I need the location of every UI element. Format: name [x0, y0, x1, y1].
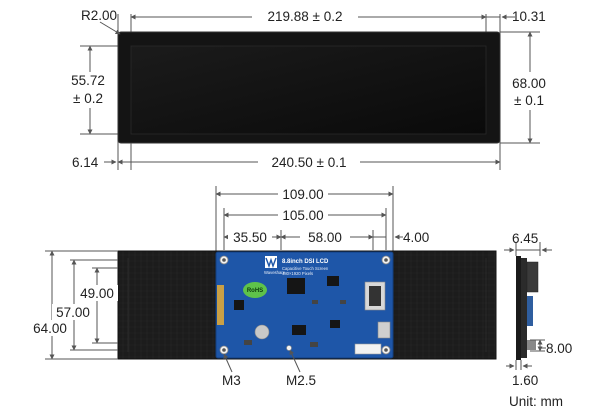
glass-label: 1.60 — [512, 373, 538, 388]
fpc-connector — [217, 285, 224, 325]
display-active-area — [131, 46, 486, 134]
back-view: 109.00 105.00 35.50 58.00 4.00 — [30, 185, 497, 388]
power-header — [354, 343, 382, 355]
side-glass — [516, 256, 521, 360]
offset-left-label: 35.50 — [233, 230, 267, 245]
ic-2 — [327, 276, 339, 286]
outer-height-label-2: ± 0.1 — [514, 93, 544, 108]
connector-label: 8.00 — [546, 341, 572, 356]
height-outer-label: 64.00 — [33, 321, 67, 336]
buzzer — [254, 324, 270, 340]
m25-leader — [289, 349, 301, 373]
outer-width-label: 240.50 ± 0.1 — [272, 155, 347, 170]
offset-middle-label: 58.00 — [308, 230, 342, 245]
side-panel — [521, 258, 527, 358]
thickness-label: 6.45 — [512, 231, 538, 246]
side-pcb — [527, 296, 533, 326]
ic-4 — [292, 325, 306, 335]
active-height-label-2: ± 0.2 — [73, 91, 103, 106]
hole-spacing-label: 105.00 — [282, 208, 323, 223]
rohs-label: RoHS — [247, 288, 263, 294]
side-view: 6.45 8.00 1.60 — [504, 231, 572, 388]
side-connector-block — [526, 261, 539, 293]
screw-m25-label: M2.5 — [286, 373, 316, 388]
board-width-label: 109.00 — [282, 187, 323, 202]
radius-leader — [99, 21, 121, 35]
left-border-label: 6.14 — [72, 155, 99, 170]
brand-label: Waveshare — [264, 270, 286, 275]
ic-3 — [234, 300, 244, 310]
side-screw — [527, 340, 536, 350]
top-view: R2.00 219.88 ± 0.2 10.31 55.72 ± 0.2 68.… — [66, 7, 554, 170]
ic-5 — [330, 320, 340, 328]
active-height-label-1: 55.72 — [71, 73, 105, 88]
board-subtitle-label: Capacitive Touch Screen — [282, 266, 329, 271]
screw-m3-label: M3 — [222, 373, 241, 388]
unit-label: Unit: mm — [509, 394, 563, 409]
m3-leader — [223, 353, 233, 373]
rohs-mark — [243, 282, 267, 298]
board-resolution-label: 480×1920 Pixels — [282, 271, 313, 276]
board-title-label: 8.8inch DSI LCD — [282, 259, 329, 265]
active-width-label: 219.88 ± 0.2 — [268, 9, 343, 24]
main-ic — [287, 278, 305, 294]
corner-radius-label: R2.00 — [81, 8, 117, 23]
usb-c-port — [377, 321, 391, 339]
outer-height-label-1: 68.00 — [512, 76, 546, 91]
offset-right-label: 4.00 — [403, 230, 429, 245]
right-border-label: 10.31 — [512, 9, 546, 24]
height-mid-label: 57.00 — [56, 305, 90, 320]
height-inner-label: 49.00 — [80, 286, 114, 301]
